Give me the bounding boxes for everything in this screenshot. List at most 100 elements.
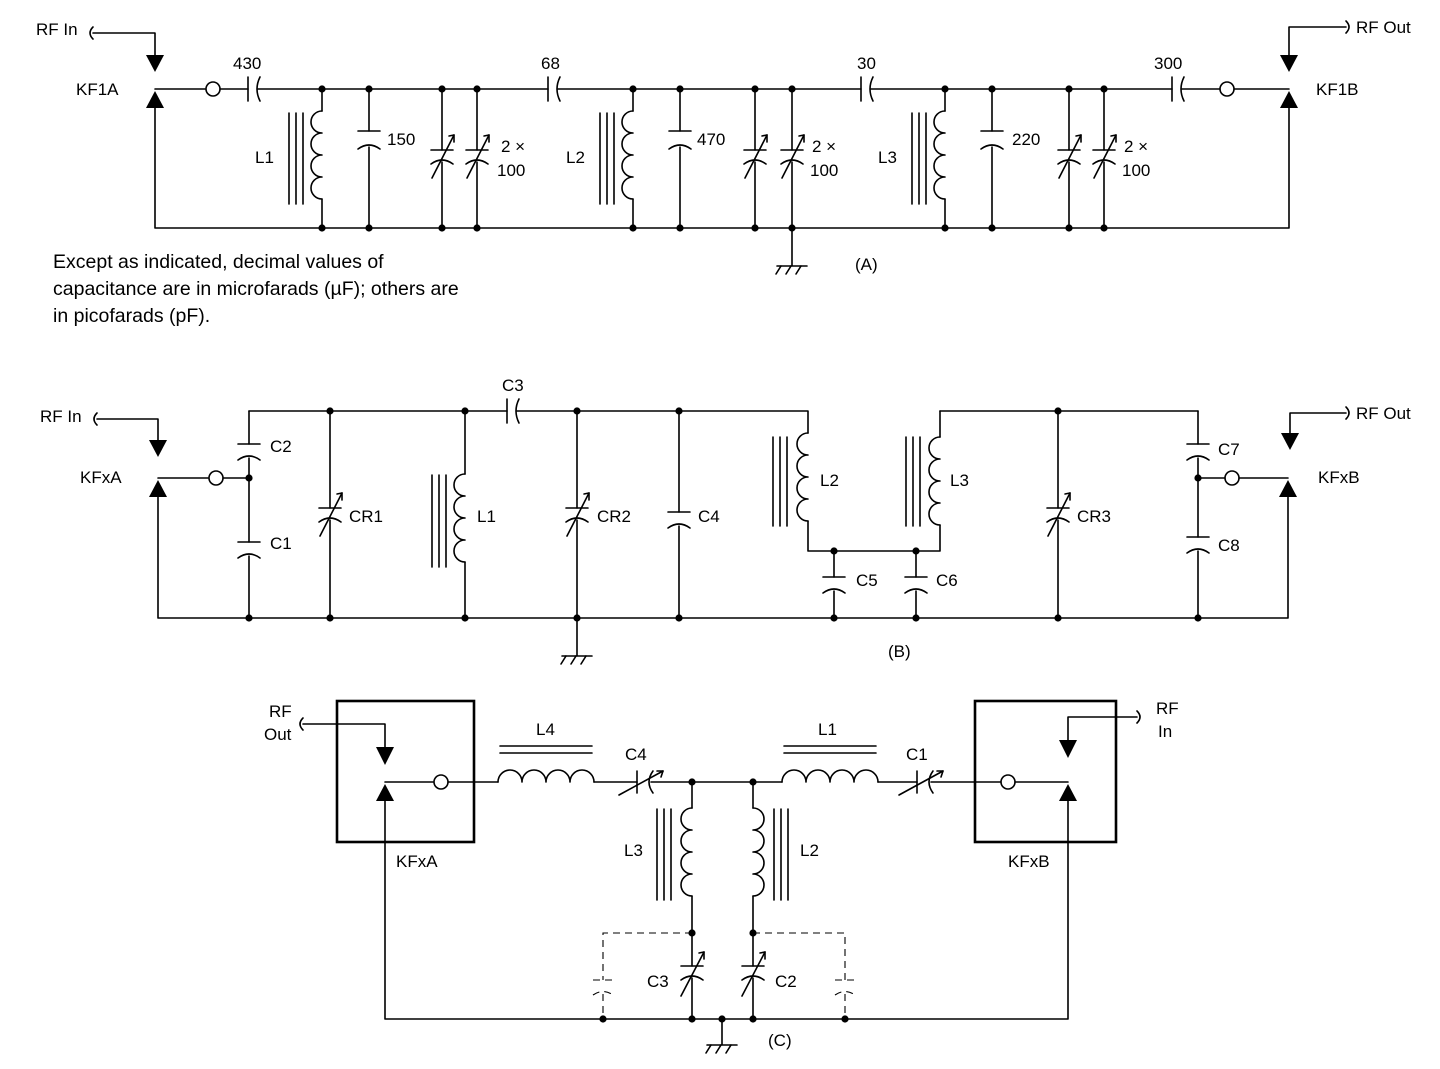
a-var1-bot-label: 100: [497, 161, 525, 180]
cap-c3-b: [506, 398, 520, 424]
inductor-l1-c: [781, 745, 879, 783]
b-c1-label: C1: [270, 534, 292, 553]
a-cap-68-label: 68: [541, 54, 560, 73]
b-l1-label: L1: [477, 507, 496, 526]
inductor-l1-b: [431, 410, 466, 619]
var-cap-a4: [780, 88, 805, 229]
cap-c7-b: [1186, 410, 1210, 479]
c-l1-label: L1: [818, 720, 837, 739]
varcap-c1-c: [898, 770, 944, 796]
optional-cap-left-c: [592, 932, 692, 1019]
c-relay-left-label: KFxA: [396, 852, 438, 871]
c-c2-label: C2: [775, 972, 797, 991]
b-l2-label: L2: [820, 471, 839, 490]
a-cap-300-label: 300: [1154, 54, 1182, 73]
optional-cap-right-c: [753, 932, 856, 1019]
output-relay-b: [1197, 406, 1350, 497]
b-l3-label: L3: [950, 471, 969, 490]
a-var3-top-label: 2 ×: [1124, 137, 1148, 156]
output-relay-a: [1219, 20, 1350, 108]
c-rf-out-label-2: Out: [264, 725, 292, 744]
inductor-l2-a: [599, 88, 634, 229]
cap-c1-b: [237, 477, 261, 619]
a-var2-bot-label: 100: [810, 161, 838, 180]
a-cap-30-label: 30: [857, 54, 876, 73]
varcap-c4-c: [618, 770, 664, 796]
cap-c6-b: [904, 550, 928, 619]
a-var2-top-label: 2 ×: [812, 137, 836, 156]
relay-box-right-c: [973, 699, 1141, 844]
a-l1-label: L1: [255, 148, 274, 167]
junction-dots-b: [245, 407, 1202, 622]
inductor-l4-c: [497, 745, 595, 783]
inductor-l1-a: [288, 88, 323, 229]
varcap-c2-c: [741, 951, 766, 997]
note-line-3: in picofarads (pF).: [53, 305, 210, 327]
b-c4-label: C4: [698, 507, 720, 526]
var-cap-a6: [1092, 88, 1117, 229]
series-cap-300: [1171, 76, 1185, 102]
cap-c2-b: [237, 410, 261, 479]
c-l4-label: L4: [536, 720, 555, 739]
inductor-l3-b: [905, 410, 941, 527]
note-line-1: Except as indicated, decimal values of: [53, 251, 384, 273]
cap-c8-b: [1186, 477, 1210, 619]
c-caption: (C): [768, 1031, 792, 1050]
circuit-a: RF In RF Out KF1A KF1B 430 68 30 300 L1 …: [36, 18, 1411, 275]
var-cap-a1: [430, 88, 455, 229]
cap-c5-b: [822, 550, 846, 619]
a-relay-in-label: KF1A: [76, 80, 119, 99]
c-rf-out-label-1: RF: [269, 702, 292, 721]
a-rf-in-label: RF In: [36, 20, 78, 39]
b-relay-in-label: KFxA: [80, 468, 122, 487]
circuit-b: RF In RF Out KFxA KFxB C2 C1 C3 CR1 L1 C…: [40, 376, 1411, 665]
c-rf-in-label-1: RF: [1156, 699, 1179, 718]
circuit-c: RF Out RF In KFxA KFxB L4 L1 C4 C1 L3 L2…: [264, 699, 1179, 1054]
cap-c4-b: [667, 410, 691, 619]
varcap-c3-c: [680, 951, 705, 997]
a-var1-top-label: 2 ×: [501, 137, 525, 156]
input-relay-b: [93, 412, 1289, 619]
a-relay-out-label: KF1B: [1316, 80, 1359, 99]
a-l3-label: L3: [878, 148, 897, 167]
b-c5-label: C5: [856, 571, 878, 590]
shunt-cap-220: [980, 88, 1004, 229]
a-cap-430-label: 430: [233, 54, 261, 73]
b-rf-out-label: RF Out: [1356, 404, 1411, 423]
a-l2-label: L2: [566, 148, 585, 167]
c-l3-label: L3: [624, 841, 643, 860]
varactor-cr2-b: [565, 410, 590, 619]
var-cap-a5: [1057, 88, 1082, 229]
c-c3-label: C3: [647, 972, 669, 991]
input-relay-a: [89, 26, 1290, 229]
junction-dots-c: [599, 778, 849, 1023]
b-cr3-label: CR3: [1077, 507, 1111, 526]
junction-dots-a: [318, 85, 1108, 232]
inductor-l3-a: [911, 88, 946, 229]
shunt-cap-150: [357, 88, 381, 229]
b-rf-in-label: RF In: [40, 407, 82, 426]
b-c6-label: C6: [936, 571, 958, 590]
b-relay-out-label: KFxB: [1318, 468, 1360, 487]
series-cap-68: [547, 76, 561, 102]
series-cap-430: [247, 76, 261, 102]
a-cap-150-label: 150: [387, 130, 415, 149]
a-cap-470-label: 470: [697, 130, 725, 149]
c-c4-label: C4: [625, 745, 647, 764]
ground-symbol-c: [705, 1018, 738, 1054]
b-caption: (B): [888, 642, 911, 661]
relay-box-left-c: [299, 699, 1069, 1020]
c-c1-label: C1: [906, 745, 928, 764]
capacitance-note: Except as indicated, decimal values of c…: [53, 251, 459, 327]
a-rf-out-label: RF Out: [1356, 18, 1411, 37]
inductor-l2-b: [772, 432, 941, 552]
var-cap-a3: [743, 88, 768, 229]
c-l2-label: L2: [800, 841, 819, 860]
b-c8-label: C8: [1218, 536, 1240, 555]
var-cap-a2: [465, 88, 490, 229]
varactor-cr3-b: [1046, 410, 1071, 619]
b-cr2-label: CR2: [597, 507, 631, 526]
note-line-2: capacitance are in microfarads (µF); oth…: [53, 278, 459, 300]
b-cr1-label: CR1: [349, 507, 383, 526]
